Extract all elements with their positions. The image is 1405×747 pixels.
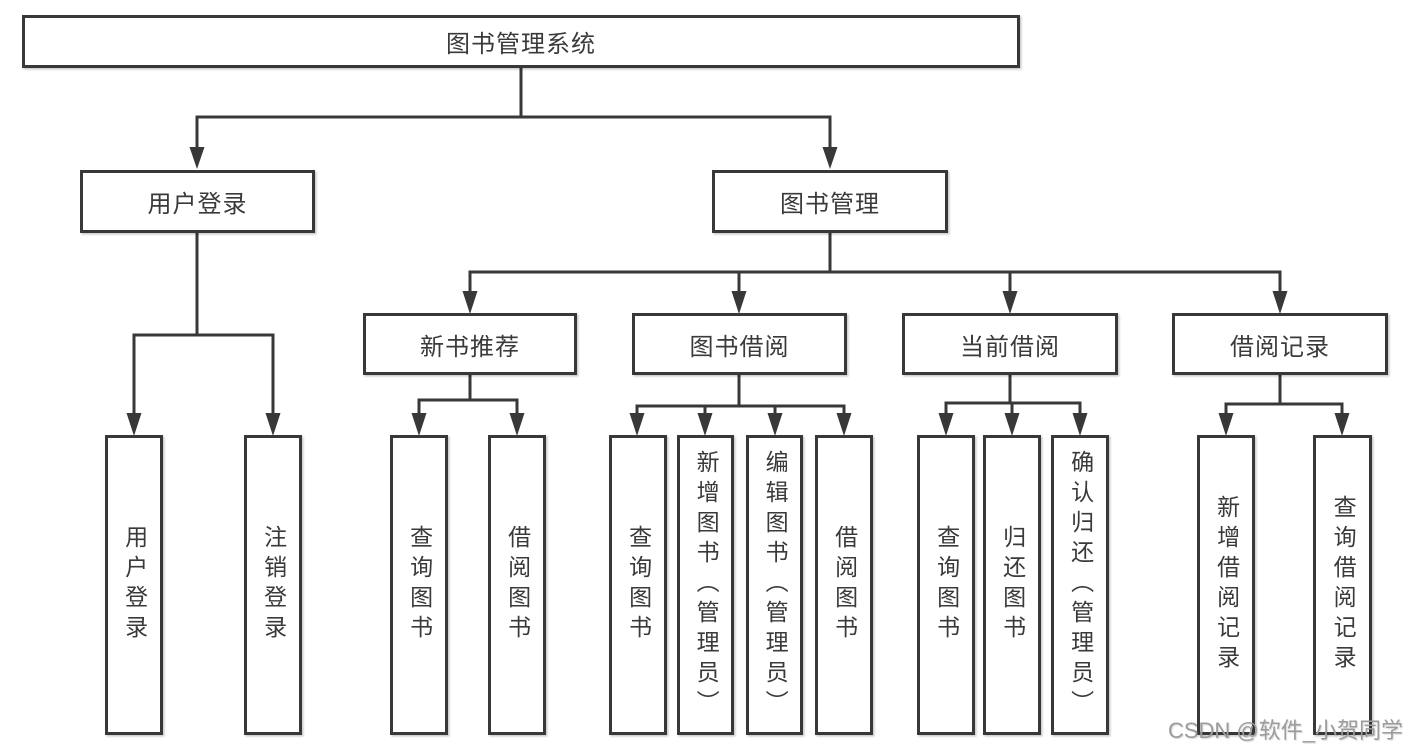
node-book-mgmt: 图书管理 — [712, 170, 948, 233]
leaf-cb-confirm: 确认归还（管理员） — [1051, 435, 1109, 735]
leaf-bb-borrow-label: 借阅图书 — [831, 525, 858, 645]
node-borrow-records-label: 借阅记录 — [1230, 333, 1330, 361]
leaf-br-query: 查询借阅记录 — [1313, 435, 1372, 735]
leaf-br-add-label: 新增借阅记录 — [1213, 495, 1240, 675]
node-root: 图书管理系统 — [22, 15, 1020, 68]
leaf-rec-borrow: 借阅图书 — [488, 435, 546, 735]
leaf-cb-return-label: 归还图书 — [999, 525, 1026, 645]
node-current-borrow: 当前借阅 — [902, 313, 1118, 375]
node-borrow-records: 借阅记录 — [1172, 313, 1388, 375]
node-root-label: 图书管理系统 — [446, 31, 596, 58]
leaf-login-user: 用户登录 — [105, 435, 163, 735]
leaf-bb-add: 新增图书（管理员） — [677, 435, 734, 735]
leaf-br-query-label: 查询借阅记录 — [1330, 495, 1357, 675]
node-new-book-rec-label: 新书推荐 — [420, 333, 520, 361]
leaf-bb-edit-label: 编辑图书（管理员） — [762, 450, 789, 720]
node-book-borrow: 图书借阅 — [632, 313, 847, 375]
node-book-mgmt-label: 图书管理 — [780, 191, 880, 218]
node-user-login: 用户登录 — [80, 170, 315, 233]
leaf-cb-query: 查询图书 — [917, 435, 975, 735]
leaf-cb-return: 归还图书 — [983, 435, 1041, 735]
leaf-rec-query: 查询图书 — [390, 435, 448, 735]
leaf-bb-query: 查询图书 — [609, 435, 667, 735]
leaf-rec-query-label: 查询图书 — [406, 525, 433, 645]
leaf-cb-query-label: 查询图书 — [933, 525, 960, 645]
node-book-borrow-label: 图书借阅 — [689, 333, 790, 361]
node-current-borrow-label: 当前借阅 — [960, 333, 1060, 361]
leaf-bb-borrow: 借阅图书 — [815, 435, 873, 735]
leaf-cb-confirm-label: 确认归还（管理员） — [1067, 450, 1094, 720]
leaf-rec-borrow-label: 借阅图书 — [504, 525, 531, 645]
leaf-login-logout-label: 注销登录 — [260, 525, 287, 645]
watermark: CSDN @软件_小贺同学 — [1167, 718, 1403, 743]
node-new-book-rec: 新书推荐 — [363, 313, 577, 375]
leaf-login-logout: 注销登录 — [244, 435, 302, 735]
node-user-login-label: 用户登录 — [147, 191, 248, 218]
leaf-bb-query-label: 查询图书 — [625, 525, 652, 645]
leaf-bb-edit: 编辑图书（管理员） — [746, 435, 803, 735]
leaf-login-user-label: 用户登录 — [121, 525, 148, 645]
leaf-bb-add-label: 新增图书（管理员） — [693, 450, 720, 720]
leaf-br-add: 新增借阅记录 — [1197, 435, 1255, 735]
